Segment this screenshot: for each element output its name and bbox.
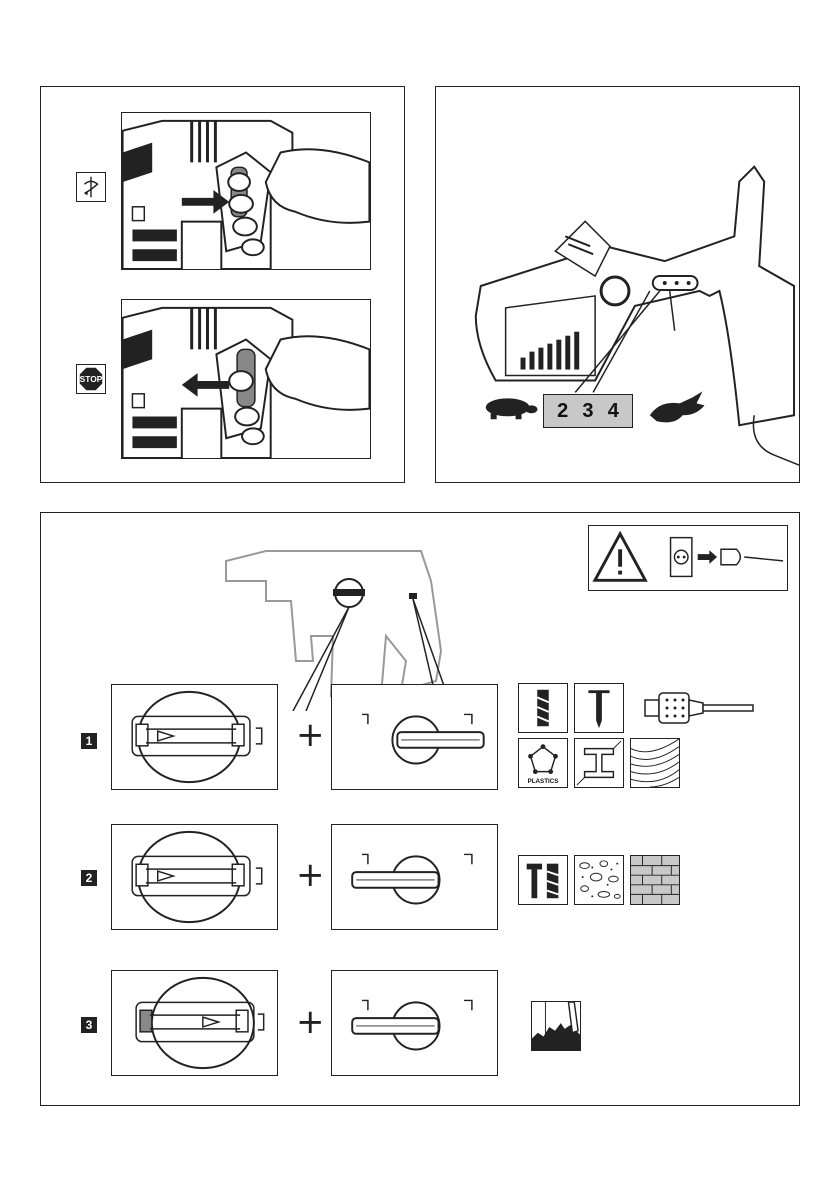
trigger-release-illustration [121, 299, 371, 459]
unplug-icon [671, 538, 783, 577]
stop-label: STOP [80, 374, 103, 384]
speed-dial-strip: 2 3 4 [543, 394, 633, 428]
plus-sign: + [296, 718, 325, 752]
warning-unplug-box [588, 525, 788, 591]
trigger-panel: STOP [40, 86, 405, 483]
chiselling-icon [531, 1001, 581, 1051]
speed-digit: 4 [608, 400, 619, 423]
stop-icon: STOP [76, 364, 106, 394]
trigger-press-illustration [121, 112, 371, 270]
speed-panel: 2 3 4 [435, 86, 800, 483]
rotation-switch-2 [331, 824, 498, 930]
concrete-icon [574, 855, 624, 905]
speed-digit: 3 [582, 400, 593, 423]
turtle-icon [486, 398, 538, 419]
drill-bit-icon [518, 683, 568, 733]
mode-dial-3 [111, 970, 278, 1076]
plastics-label: PLASTICS [528, 778, 559, 785]
speed-digit: 2 [557, 400, 568, 423]
warning-triangle-icon [595, 534, 645, 581]
plastics-icon: PLASTICS [518, 738, 568, 788]
mode-number: 2 [81, 870, 97, 886]
mode-number: 3 [81, 1017, 97, 1033]
steel-beam-icon [574, 738, 624, 788]
mode-dial-1 [111, 684, 278, 790]
drill-chuck-icon [643, 688, 758, 728]
plus-sign: + [296, 1005, 325, 1039]
rotation-switch-3 [331, 970, 498, 1076]
brick-wall-icon [630, 855, 680, 905]
screwdriver-bit-icon [574, 683, 624, 733]
rotation-switch-1 [331, 684, 498, 790]
plus-sign: + [296, 858, 325, 892]
modes-panel: 1 + [40, 512, 800, 1106]
hammer-drill-icon [518, 855, 568, 905]
wood-icon [630, 738, 680, 788]
rotation-icon [76, 172, 106, 202]
mode-dial-2 [111, 824, 278, 930]
mode-number: 1 [81, 733, 97, 749]
hare-icon [650, 391, 705, 422]
